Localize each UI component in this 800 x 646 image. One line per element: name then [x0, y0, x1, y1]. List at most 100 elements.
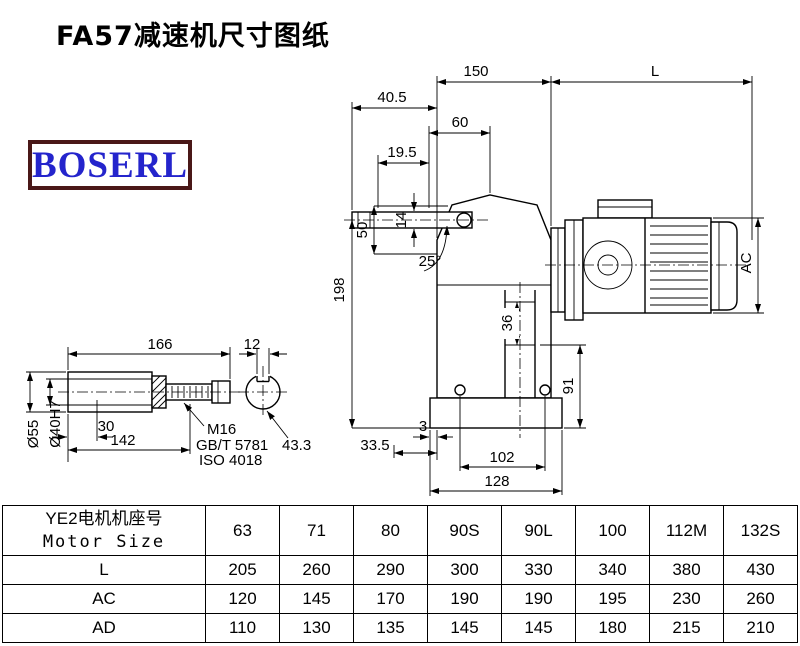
dim-14: 14	[393, 193, 417, 247]
dim-166: 166	[67, 336, 231, 379]
table-cell: 380	[649, 555, 724, 585]
dim-L: L	[551, 63, 753, 240]
table-header-cell: 80	[353, 505, 428, 556]
dim-30-label: 30	[98, 418, 115, 435]
dim-33-5-label: 33.5	[360, 437, 389, 454]
row-label-L: L	[2, 555, 206, 585]
dim-198-label: 198	[331, 277, 348, 302]
table-cell: 290	[353, 555, 428, 585]
table-cell: 110	[205, 613, 280, 643]
table-row-L: L 205 260 290 300 330 340 380 430	[2, 555, 798, 585]
dim-43-3: 43.3	[266, 410, 311, 454]
table-header-cell: 71	[279, 505, 354, 556]
table-cell: 205	[205, 555, 280, 585]
shaft-side-view	[58, 371, 240, 413]
table-cell: 195	[575, 584, 650, 614]
table-cell: 430	[723, 555, 798, 585]
page-title: FA57减速机尺寸图纸	[56, 21, 330, 52]
note-gbt-label: GB/T 5781	[196, 437, 268, 454]
shaft-cross-section	[238, 366, 288, 418]
dim-3: 3	[413, 418, 453, 496]
row-label-AD: AD	[2, 613, 206, 643]
table-header-cell: 63	[205, 505, 280, 556]
row-label-AC: AC	[2, 584, 206, 614]
dim-102-label: 102	[489, 449, 514, 466]
dim-60: 60	[428, 114, 491, 208]
dim-3-label: 3	[419, 418, 427, 435]
dim-12-label: 12	[244, 336, 261, 353]
dim-L-label: L	[651, 63, 659, 80]
dim-198: 198	[331, 220, 434, 429]
dim-dia-40: Ø40H7	[46, 378, 68, 448]
dim-60-label: 60	[452, 114, 469, 131]
table-cell: 210	[723, 613, 798, 643]
dim-dia-55: Ø55	[25, 371, 66, 448]
table-cell: 190	[501, 584, 576, 614]
table-cell: 260	[279, 555, 354, 585]
dim-AC: AC	[713, 217, 764, 314]
note-m16: M16 GB/T 5781 ISO 4018	[183, 402, 268, 469]
motor-size-table: YE2电机机座号 Motor Size 63 71 80 90S 90L 100…	[2, 505, 798, 643]
table-cell: 330	[501, 555, 576, 585]
table-row-AD: AD 110 130 135 145 145 180 215 210	[2, 613, 798, 643]
dim-150-label: 150	[463, 63, 488, 80]
table-cell: 145	[279, 584, 354, 614]
dim-angle-25-label: 25°	[419, 253, 442, 270]
table-header-cell: 132S	[723, 505, 798, 556]
dim-142-label: 142	[110, 432, 135, 449]
dimensions: 150 L 40.5 60 19.5	[25, 63, 764, 496]
note-m16-label: M16	[207, 421, 236, 438]
table-row-AC: AC 120 145 170 190 190 195 230 260	[2, 584, 798, 614]
brand-logo-text: BOSERL	[31, 144, 189, 186]
dim-150: 150	[436, 63, 552, 238]
table-cell: 230	[649, 584, 724, 614]
table-header-motor-size-en: Motor Size	[42, 531, 166, 552]
dim-142: 142	[68, 404, 191, 454]
dim-128-label: 128	[484, 473, 509, 490]
motor-view	[545, 199, 750, 321]
table-header-motor-size-cn: YE2电机机座号	[45, 508, 163, 528]
dim-91-label: 91	[560, 378, 577, 395]
table-cell: 145	[501, 613, 576, 643]
dim-dia-55-label: Ø55	[25, 420, 42, 448]
table-cell: 170	[353, 584, 428, 614]
table-cell: 145	[427, 613, 502, 643]
gearbox-front-view	[344, 194, 563, 438]
note-iso-label: ISO 4018	[199, 452, 262, 469]
dim-36: 36	[499, 302, 520, 345]
dim-91: 91	[540, 344, 586, 429]
dim-128: 128	[430, 430, 563, 495]
dimension-drawing: 150 L 40.5 60 19.5	[25, 63, 764, 496]
table-header-cell: 90L	[501, 505, 576, 556]
table-cell: 215	[649, 613, 724, 643]
dim-dia-40-label: Ø40H7	[47, 400, 64, 448]
table-header-cell: 112M	[649, 505, 724, 556]
table-cell: 190	[427, 584, 502, 614]
dim-12: 12	[239, 336, 287, 374]
table-cell: 130	[279, 613, 354, 643]
dim-43-3-label: 43.3	[282, 437, 311, 454]
table-header-cell: 90S	[427, 505, 502, 556]
table-header-cell: 100	[575, 505, 650, 556]
dim-14-label: 14	[393, 212, 410, 229]
table-cell: 300	[427, 555, 502, 585]
dim-50-label: 50	[354, 222, 371, 239]
dim-166-label: 166	[147, 336, 172, 353]
dim-40-5: 40.5	[351, 89, 437, 210]
dim-19-5: 19.5	[377, 144, 429, 208]
table-header-row: YE2电机机座号 Motor Size 63 71 80 90S 90L 100…	[2, 505, 798, 556]
brand-logo: BOSERL	[28, 140, 192, 190]
dim-36-label: 36	[499, 315, 516, 332]
table-cell: 135	[353, 613, 428, 643]
dim-50: 50	[354, 205, 448, 255]
dim-AC-label: AC	[738, 252, 755, 273]
dim-19-5-label: 19.5	[387, 144, 416, 161]
table-cell: 120	[205, 584, 280, 614]
dim-30: 30	[52, 400, 114, 462]
table-cell: 340	[575, 555, 650, 585]
dim-40-5-label: 40.5	[377, 89, 406, 106]
dim-33-5: 33.5	[360, 437, 437, 458]
dim-102: 102	[459, 396, 546, 471]
table-cell: 260	[723, 584, 798, 614]
